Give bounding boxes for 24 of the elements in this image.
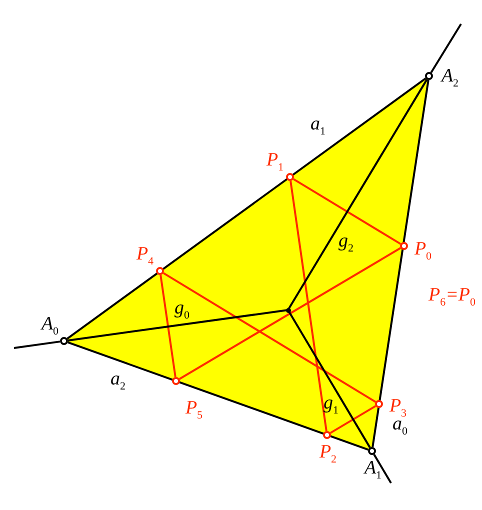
line-segment xyxy=(162,272,376,403)
point-label: P$_{2}$ xyxy=(319,442,337,466)
line-segment xyxy=(290,180,328,432)
line-segment xyxy=(330,405,376,434)
point-label: A$_{2}$ xyxy=(441,66,459,90)
point-label: P$_{1}$ xyxy=(266,150,284,174)
point-label: P$_{5}$ xyxy=(185,398,203,422)
point-label: P$_{4}$ xyxy=(136,244,154,268)
point-label: P$_{0}$ xyxy=(414,240,432,262)
intersection-point xyxy=(286,308,290,312)
line-segment xyxy=(67,341,369,451)
line-segment xyxy=(160,274,176,378)
line-segment xyxy=(292,178,402,245)
line-segment xyxy=(287,78,428,311)
line-segment xyxy=(178,247,402,380)
line-label: g$_{2}$ xyxy=(338,232,354,254)
point-label: A$_{1}$ xyxy=(364,458,382,482)
line-label: g$_{1}$ xyxy=(324,394,338,416)
point-label: A$_{0}$ xyxy=(41,314,59,338)
line-segment xyxy=(372,80,430,448)
equation-label: P$_{6}$=P$_{0}$ xyxy=(428,286,476,308)
line-segment xyxy=(66,78,426,340)
line-segment xyxy=(68,309,288,342)
line-label: g$_{0}$ xyxy=(174,298,190,322)
